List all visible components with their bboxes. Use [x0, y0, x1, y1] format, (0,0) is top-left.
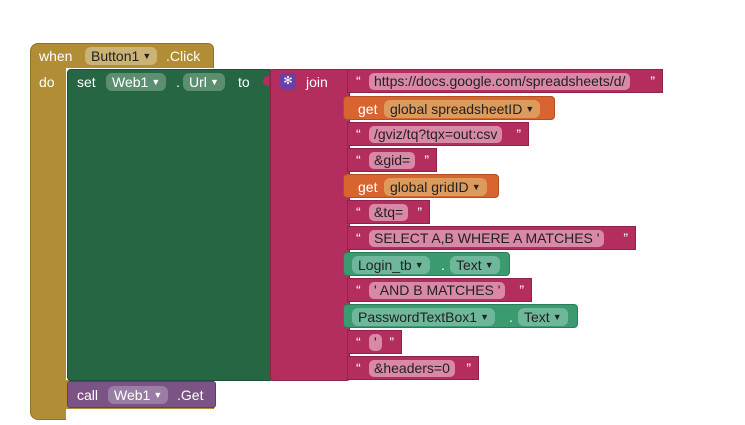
component-getter-block[interactable]: Login_tb ▼ . Text ▼: [343, 252, 510, 276]
text-block[interactable]: “ ' AND B MATCHES ' ”: [347, 278, 532, 302]
chevron-down-icon: ▼: [151, 77, 161, 87]
set-component-dropdown[interactable]: Web1 ▼: [106, 73, 167, 91]
call-component-value: Web1: [114, 387, 151, 403]
component-dot: .: [509, 309, 513, 325]
close-quote-icon: ”: [389, 334, 394, 350]
get-label: get: [358, 101, 378, 117]
text-value[interactable]: https://docs.google.com/spreadsheets/d/: [369, 73, 631, 90]
chevron-down-icon: ▼: [414, 260, 424, 270]
chevron-down-icon: ▼: [142, 51, 152, 61]
open-quote-icon: “: [356, 282, 361, 298]
chevron-down-icon: ▼: [525, 104, 535, 114]
text-value[interactable]: SELECT A,B WHERE A MATCHES ': [369, 230, 605, 247]
open-quote-icon: “: [356, 126, 361, 142]
text-block[interactable]: “ &headers=0 ”: [347, 356, 479, 380]
variable-dropdown[interactable]: global gridID ▼: [384, 178, 487, 196]
variable-name: global spreadsheetID: [390, 101, 523, 117]
text-value[interactable]: /gviz/tq?tqx=out:csv: [369, 126, 503, 143]
get-label: get: [358, 179, 378, 195]
when-label: when: [39, 48, 73, 64]
text-block[interactable]: “ https://docs.google.com/spreadsheets/d…: [347, 69, 663, 93]
join-label: join: [306, 74, 328, 90]
property-name: Text: [456, 257, 482, 273]
open-quote-icon: “: [356, 152, 361, 168]
component-dropdown[interactable]: Login_tb ▼: [352, 256, 430, 274]
property-dropdown[interactable]: Text ▼: [450, 256, 500, 274]
open-quote-icon: “: [356, 334, 361, 350]
text-block[interactable]: “ &gid= ”: [347, 148, 437, 172]
text-block[interactable]: “ /gviz/tq?tqx=out:csv ”: [347, 122, 529, 146]
component-dot: .: [441, 257, 445, 273]
property-dropdown[interactable]: Text ▼: [518, 308, 568, 326]
component-dropdown[interactable]: PasswordTextBox1 ▼: [352, 308, 496, 326]
component-name: Login_tb: [358, 257, 412, 273]
close-quote-icon: ”: [417, 204, 422, 220]
open-quote-icon: “: [356, 360, 361, 376]
event-name-label: .Click: [166, 48, 201, 64]
text-block[interactable]: “ ' ”: [347, 330, 402, 354]
set-web1-url-block[interactable]: [67, 69, 274, 381]
chevron-down-icon: ▼: [552, 312, 562, 322]
set-property-dropdown[interactable]: Url ▼: [183, 73, 225, 91]
text-value[interactable]: &gid=: [369, 152, 416, 169]
get-variable-block[interactable]: get global spreadsheetID ▼: [343, 96, 555, 120]
join-block[interactable]: [270, 69, 350, 381]
text-value[interactable]: &headers=0: [369, 360, 455, 377]
property-name: Text: [524, 309, 550, 325]
set-label: set: [77, 74, 96, 90]
close-quote-icon: ”: [650, 73, 655, 89]
call-component-dropdown[interactable]: Web1 ▼: [108, 386, 169, 404]
call-method-label: .Get: [177, 387, 204, 403]
join-plug: [263, 76, 269, 86]
chevron-down-icon: ▼: [484, 260, 494, 270]
event-component-value: Button1: [91, 48, 140, 64]
open-quote-icon: “: [356, 73, 361, 89]
chevron-down-icon: ▼: [480, 312, 490, 322]
do-label: do: [39, 74, 55, 90]
close-quote-icon: ”: [516, 126, 521, 142]
event-component-dropdown[interactable]: Button1 ▼: [85, 47, 158, 65]
variable-dropdown[interactable]: global spreadsheetID ▼: [384, 100, 541, 118]
gear-icon[interactable]: ✻: [280, 73, 296, 89]
text-block[interactable]: “ &tq= ”: [347, 200, 430, 224]
to-label: to: [238, 74, 250, 90]
component-name: PasswordTextBox1: [358, 309, 478, 325]
chevron-down-icon: ▼: [471, 182, 481, 192]
open-quote-icon: “: [356, 230, 361, 246]
text-value[interactable]: ' AND B MATCHES ': [369, 282, 506, 299]
chevron-down-icon: ▼: [209, 77, 219, 87]
set-component-value: Web1: [112, 74, 149, 90]
close-quote-icon: ”: [466, 360, 471, 376]
chevron-down-icon: ▼: [153, 390, 163, 400]
text-value[interactable]: ': [369, 334, 382, 351]
close-quote-icon: ”: [519, 282, 524, 298]
call-label: call: [77, 387, 99, 403]
open-quote-icon: “: [356, 204, 361, 220]
component-getter-block[interactable]: PasswordTextBox1 ▼ . Text ▼: [343, 304, 578, 328]
close-quote-icon: ”: [424, 152, 429, 168]
text-block[interactable]: “ SELECT A,B WHERE A MATCHES ' ”: [347, 226, 636, 250]
close-quote-icon: ”: [623, 230, 628, 246]
text-value[interactable]: &tq=: [369, 204, 409, 221]
set-dot: .: [176, 74, 180, 90]
set-property-value: Url: [189, 74, 207, 90]
get-variable-block[interactable]: get global gridID ▼: [343, 174, 499, 198]
variable-name: global gridID: [390, 179, 469, 195]
